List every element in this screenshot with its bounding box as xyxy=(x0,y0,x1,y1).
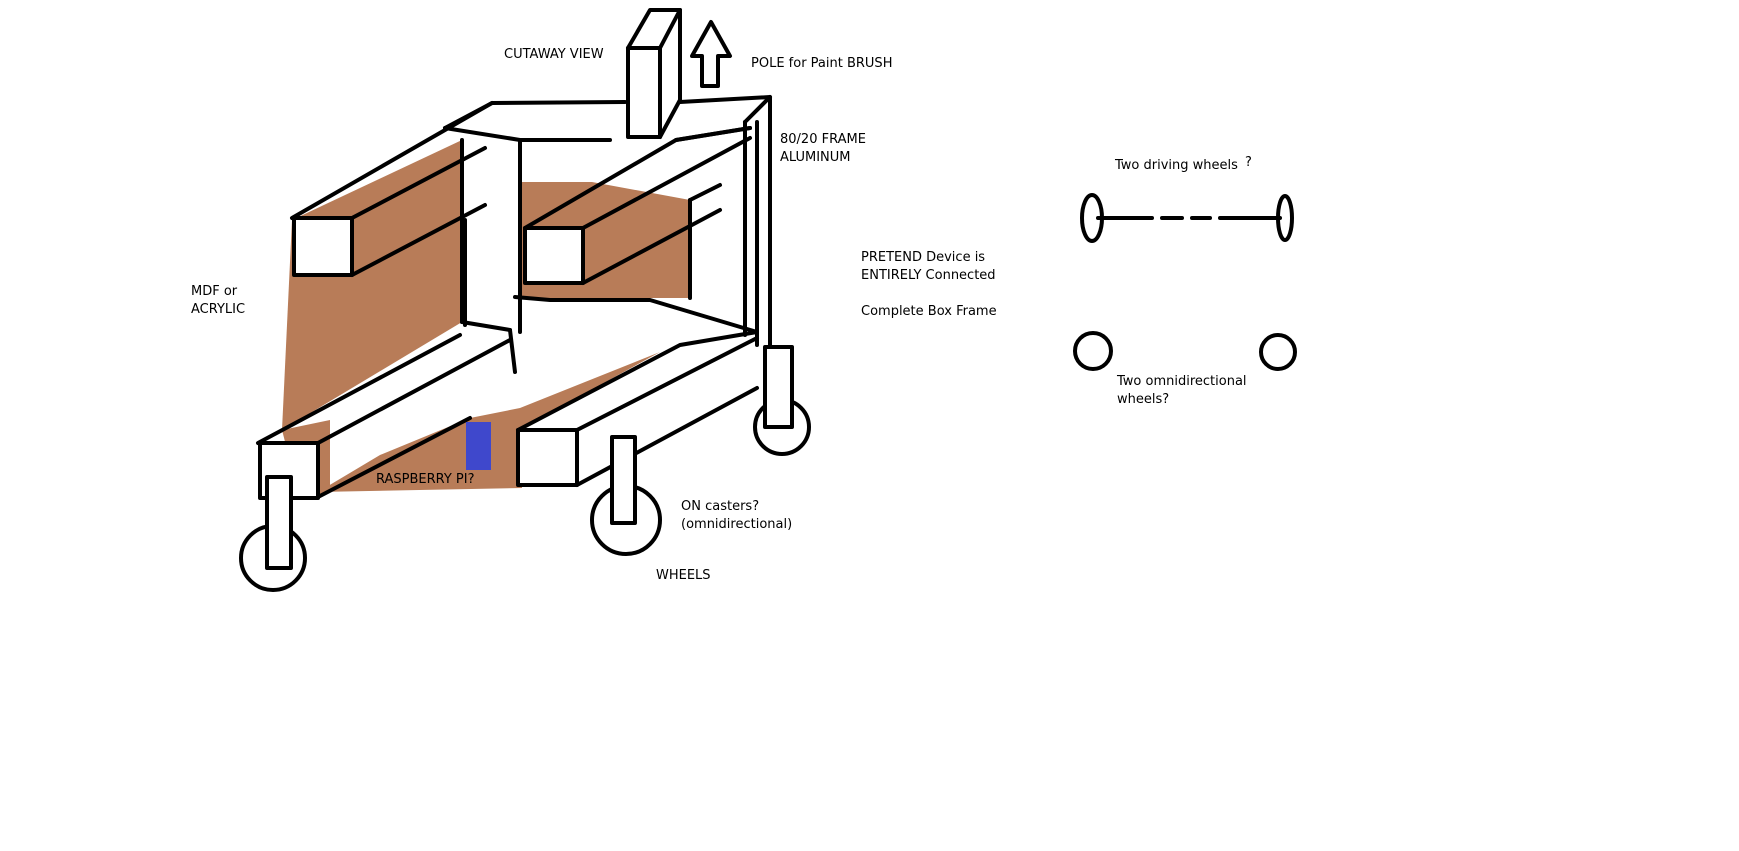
label-pretend-line1: PRETEND Device is xyxy=(861,250,986,265)
label-casters-line2: (omnidirectional) xyxy=(681,517,793,532)
label-driving-wheels: Two driving wheels xyxy=(1115,158,1238,173)
label-casters-line1: ON casters? xyxy=(681,499,760,514)
caster-back-right xyxy=(753,345,811,456)
mdf-panel-left xyxy=(282,140,462,430)
label-frame-line2: ALUMINUM xyxy=(780,150,851,165)
label-omni-line1: Two omnidirectional xyxy=(1117,374,1247,389)
label-cutaway-view: CUTAWAY VIEW xyxy=(504,47,604,62)
label-pole: POLE for Paint BRUSH xyxy=(751,56,893,71)
raspberry-pi-block xyxy=(466,422,491,470)
caster-front-left xyxy=(239,475,307,592)
label-pretend-line2: ENTIRELY Connected xyxy=(861,268,996,283)
label-mdf-line2: ACRYLIC xyxy=(191,302,246,317)
beam-upper-right xyxy=(523,126,752,285)
beam-lower-right xyxy=(513,295,759,487)
label-mdf-line1: MDF or xyxy=(191,284,238,299)
omni-wheels-diagram xyxy=(1073,331,1297,371)
label-frame-line1: 80/20 FRAME xyxy=(780,132,866,147)
driving-wheels-diagram xyxy=(1080,193,1294,243)
label-wheels: WHEELS xyxy=(656,568,711,583)
label-omni-line2: wheels? xyxy=(1117,392,1170,407)
up-arrow-icon xyxy=(690,20,732,88)
label-raspberry-pi: RASPBERRY PI? xyxy=(376,472,475,487)
beam-upper-left xyxy=(290,101,494,277)
label-complete-box: Complete Box Frame xyxy=(861,304,997,319)
label-driving-question: ? xyxy=(1245,155,1252,170)
paint-brush-pole xyxy=(626,8,682,139)
caster-front-right xyxy=(590,435,662,556)
